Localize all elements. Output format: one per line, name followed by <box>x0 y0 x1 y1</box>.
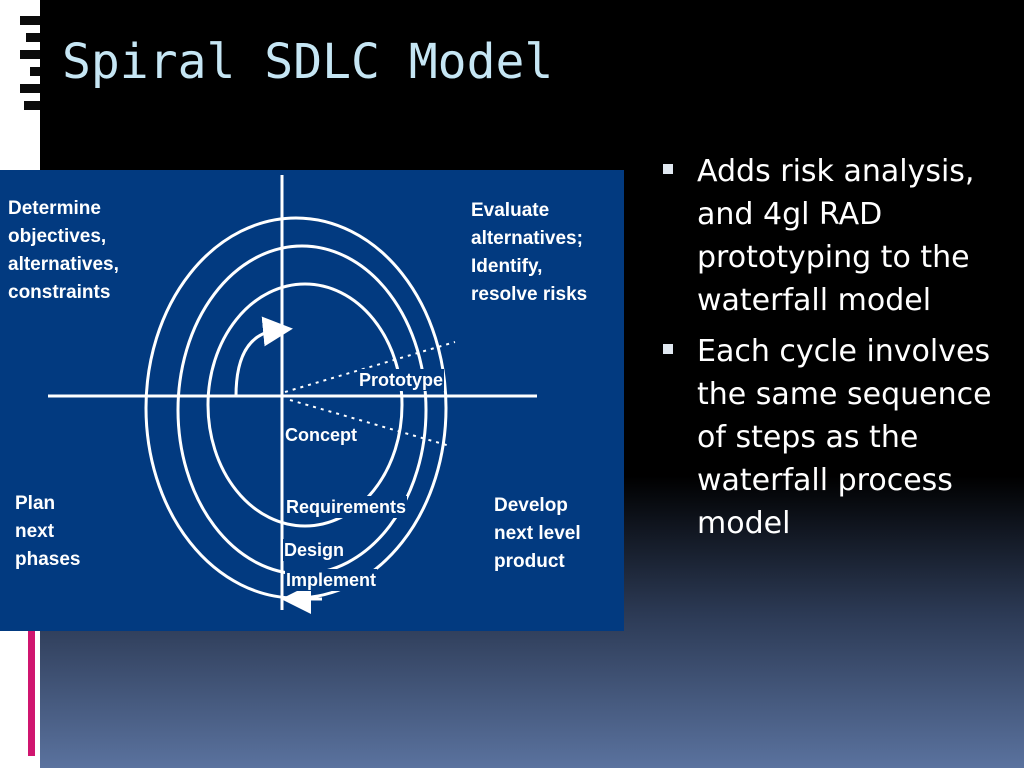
inner-arc-arrow <box>234 316 293 397</box>
stage-label-prototype: Prototype <box>358 369 445 391</box>
stage-label-implement: Implement <box>285 569 378 591</box>
bullet-item: Each cycle involves the same sequence of… <box>660 330 1000 545</box>
strip-bars <box>20 16 40 126</box>
quadrant-label-top-right: Evaluate alternatives; Identify, resolve… <box>471 200 588 305</box>
square-bullet-icon <box>663 164 673 174</box>
stage-label-design: Design <box>283 539 346 561</box>
quadrant-label-bottom-left: Plan next phases <box>15 493 81 570</box>
stage-label-concept: Concept <box>284 424 358 446</box>
spiral-loop-second <box>206 282 404 528</box>
bullet-text: Each cycle involves the same sequence of… <box>697 334 992 541</box>
bullet-list: Adds risk analysis, and 4gl RAD prototyp… <box>660 150 1000 553</box>
square-bullet-icon <box>663 344 673 354</box>
dotted-line-prototype <box>284 341 456 393</box>
bullet-text: Adds risk analysis, and 4gl RAD prototyp… <box>697 154 975 318</box>
quadrant-label-top-left: Determine objectives, alternatives, cons… <box>8 198 119 303</box>
slide-title: Spiral SDLC Model <box>62 34 554 90</box>
magenta-accent-bar <box>28 628 35 756</box>
stage-label-requirements: Requirements <box>285 496 408 518</box>
dotted-line-concept <box>289 399 451 447</box>
bullet-item: Adds risk analysis, and 4gl RAD prototyp… <box>660 150 1000 322</box>
spiral-diagram: Determine objectives, alternatives, cons… <box>0 170 624 631</box>
quadrant-label-bottom-right: Develop next level product <box>494 495 581 572</box>
